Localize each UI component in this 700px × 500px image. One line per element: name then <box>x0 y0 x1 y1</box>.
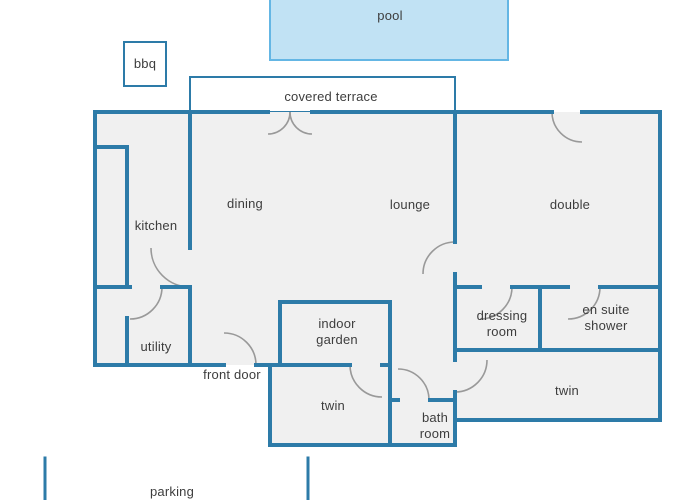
label-twin-right: twin <box>555 382 579 398</box>
label-dressing-room: dressing room <box>476 307 528 339</box>
label-front-door: front door <box>203 366 261 382</box>
door-arc-bath-room <box>397 368 430 401</box>
label-indoor-garden: indoor garden <box>316 315 358 347</box>
label-lounge: lounge <box>389 196 431 212</box>
door-arc-twin-right <box>454 359 488 393</box>
parking-outline <box>43 456 310 500</box>
label-covered-terrace: covered terrace <box>284 88 378 104</box>
door-arc-utility <box>129 286 163 320</box>
label-parking: parking <box>149 483 195 499</box>
door-arc-double <box>422 241 456 275</box>
interior-walls <box>93 110 662 447</box>
exterior-walls <box>93 110 662 447</box>
house-floor <box>95 112 660 445</box>
label-dining: dining <box>227 195 263 211</box>
bbq-area <box>123 41 167 87</box>
label-bbq: bbq <box>133 55 157 71</box>
door-arc-dressing-room <box>479 286 513 320</box>
label-twin-left: twin <box>321 397 345 413</box>
door-arc-front-door <box>223 332 257 366</box>
label-utility: utility <box>140 338 172 354</box>
door-arc-double-terrace <box>551 111 583 143</box>
door-arc-terrace-right <box>289 111 313 135</box>
door-arc-en-suite <box>567 286 601 320</box>
door-arc-twin-left <box>349 364 383 398</box>
label-bath-room: bath room <box>419 409 451 441</box>
pool-area <box>269 0 509 61</box>
label-double: double <box>549 196 591 212</box>
label-pool: pool <box>377 7 403 23</box>
label-en-suite-shower: en suite shower <box>582 301 630 333</box>
label-kitchen: kitchen <box>134 217 178 233</box>
